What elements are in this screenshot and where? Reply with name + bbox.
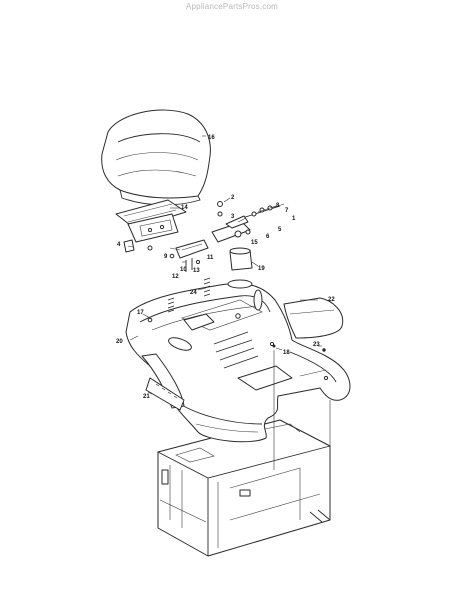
skirt-bracket: [141, 353, 185, 411]
callout-17: 17: [137, 310, 144, 316]
callout-2: 2: [231, 195, 235, 201]
callout-labels: 16 2 8 7 1 3 14 4 5 15 6 9 10 11 12 13 1…: [116, 135, 335, 400]
callout-11: 11: [207, 255, 214, 261]
callout-20: 20: [116, 339, 123, 345]
callout-21: 21: [143, 394, 150, 400]
seat-bracket: [115, 199, 187, 243]
callout-3: 3: [231, 214, 235, 220]
callout-4: 4: [117, 242, 121, 248]
callout-12: 12: [172, 274, 179, 280]
callout-14: 14: [181, 205, 188, 211]
callout-13: 13: [193, 268, 200, 274]
cover-pad: [283, 297, 344, 339]
seat: [101, 109, 211, 206]
callout-10: 10: [180, 267, 187, 273]
callout-18: 18: [283, 350, 290, 356]
frame-assembly: [157, 419, 331, 557]
leader-lines: [127, 135, 331, 512]
callout-19: 19: [258, 266, 265, 272]
callout-8: 8: [276, 203, 280, 209]
callout-6: 6: [266, 234, 270, 240]
callout-7: 7: [285, 208, 289, 214]
callout-5: 5: [278, 227, 282, 233]
callout-9: 9: [164, 254, 168, 260]
callout-24: 24: [190, 290, 197, 296]
watermark: AppliancePartsPros.com: [186, 2, 278, 11]
callout-16: 16: [208, 135, 215, 141]
callout-22: 22: [328, 297, 335, 303]
callout-23: 23: [313, 342, 320, 348]
callout-1: 1: [292, 216, 296, 222]
callout-15: 15: [251, 240, 258, 246]
